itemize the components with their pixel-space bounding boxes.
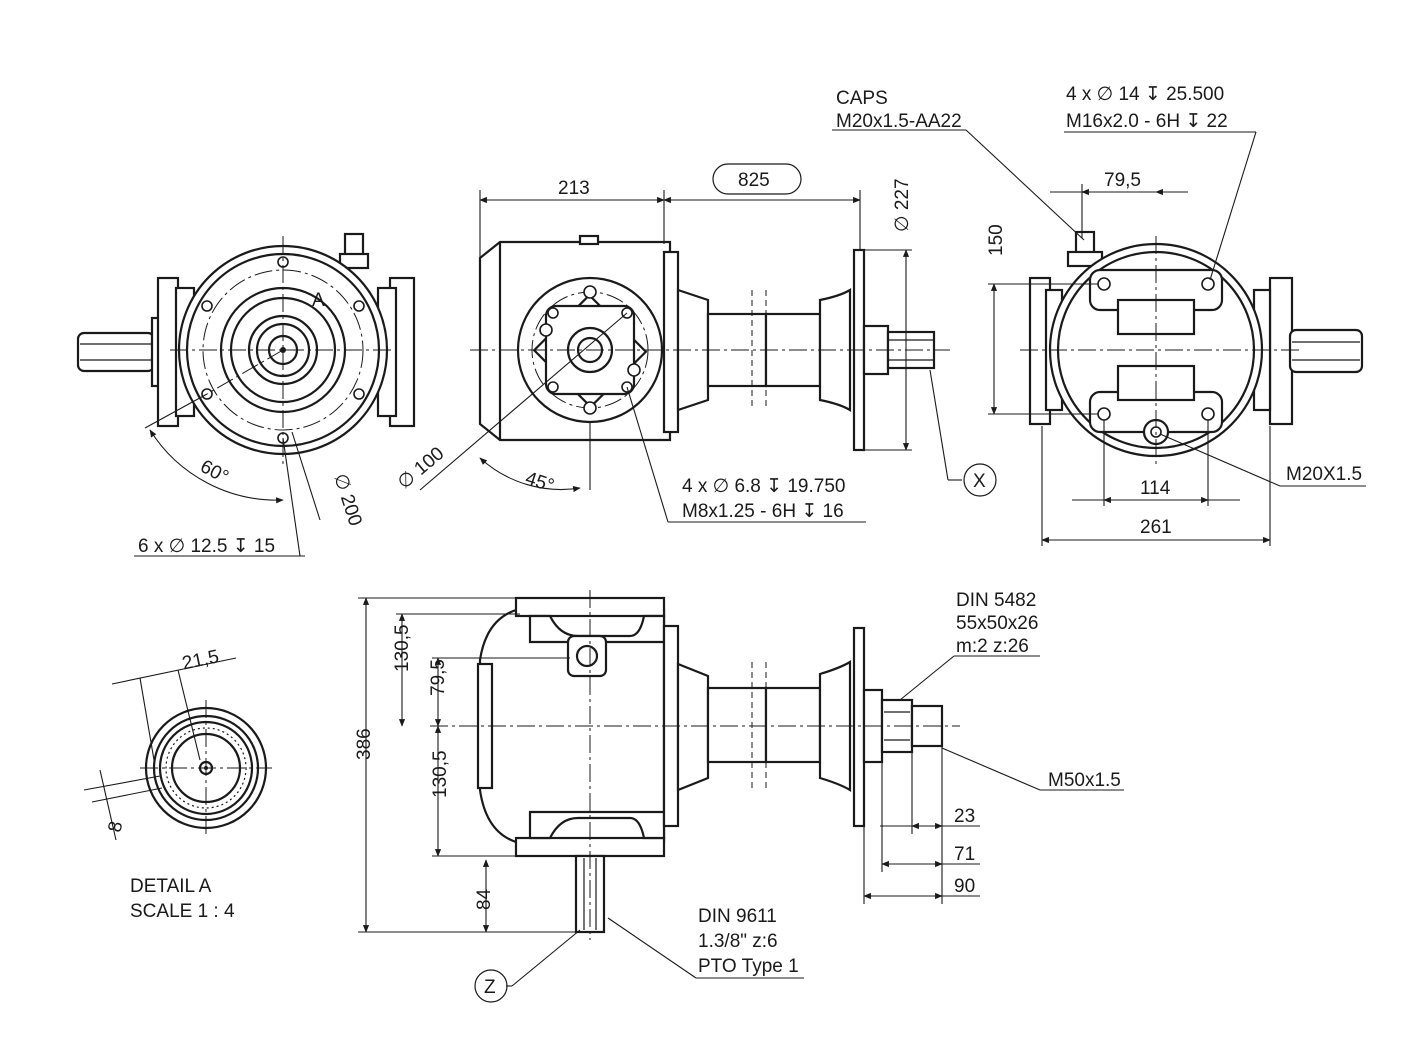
shaft-thread-label: M50x1.5 bbox=[1048, 770, 1121, 791]
view-z-marker: Z bbox=[484, 977, 496, 998]
pto-line3: PTO Type 1 bbox=[698, 956, 799, 977]
diameter-227-label: ∅ 227 bbox=[892, 178, 913, 232]
dimension-150-label: 150 bbox=[986, 224, 1007, 256]
detail-a-marker: A bbox=[312, 290, 325, 311]
dimension-825-label: 825 bbox=[738, 170, 770, 191]
detail-a-view: 21,5 8 DETAIL A SCALE 1 : 4 bbox=[83, 646, 272, 922]
angle-45-label: 45° bbox=[523, 468, 557, 497]
bolt-holes-line2: M8x1.25 - 6H ↧ 16 bbox=[682, 501, 844, 522]
flange-holes-label: 6 x ∅ 12.5 ↧ 15 bbox=[138, 536, 275, 557]
drain-plug-label: M20X1.5 bbox=[1286, 464, 1362, 485]
diameter-200-label: ∅ 200 bbox=[329, 471, 366, 528]
side-view-top: 213 825 ∅ 227 ∅ 100 45° 4 x ∅ 6.8 ↧ 19.7… bbox=[394, 163, 997, 523]
detail-21-5-label: 21,5 bbox=[180, 646, 221, 674]
spline-line2: 55x50x26 bbox=[956, 613, 1038, 634]
caps-thread: M20x1.5-AA22 bbox=[836, 111, 962, 132]
dimension-23-label: 23 bbox=[954, 806, 975, 827]
dimension-84-label: 84 bbox=[474, 888, 495, 910]
caps-title: CAPS bbox=[836, 88, 888, 109]
detail-scale: SCALE 1 : 4 bbox=[130, 901, 235, 922]
dimension-79-5-lower-label: 79,5 bbox=[428, 659, 449, 696]
diameter-100-label: ∅ 100 bbox=[394, 443, 449, 493]
dimension-261-label: 261 bbox=[1140, 517, 1172, 538]
pto-line2: 1.3/8" z:6 bbox=[698, 931, 778, 952]
top-holes-line2: M16x2.0 - 6H ↧ 22 bbox=[1066, 111, 1228, 132]
top-holes-line1: 4 x ∅ 14 ↧ 25.500 bbox=[1066, 84, 1224, 105]
detail-title: DETAIL A bbox=[130, 876, 212, 897]
spline-line3: m:2 z:26 bbox=[956, 636, 1029, 657]
dimension-71-label: 71 bbox=[954, 844, 975, 865]
dimension-90-label: 90 bbox=[954, 876, 975, 897]
dimension-79-5-top-label: 79,5 bbox=[1104, 170, 1141, 191]
dimension-213-label: 213 bbox=[558, 178, 590, 199]
spline-line1: DIN 5482 bbox=[956, 590, 1036, 611]
bolt-holes-line1: 4 x ∅ 6.8 ↧ 19.750 bbox=[682, 476, 845, 497]
rear-view: CAPS M20x1.5-AA22 4 x ∅ 14 ↧ 25.500 M16x… bbox=[832, 84, 1366, 546]
dimension-114-label: 114 bbox=[1140, 478, 1171, 499]
pto-line1: DIN 9611 bbox=[698, 906, 777, 927]
view-x-marker: X bbox=[973, 471, 986, 492]
angle-60-label: 60° bbox=[197, 456, 232, 488]
front-flange-view: A 60° ∅ 200 6 x ∅ 12.5 ↧ 15 bbox=[76, 232, 416, 557]
dimension-130-5-upper-label: 130,5 bbox=[392, 624, 413, 672]
detail-8-label: 8 bbox=[105, 819, 128, 834]
dimension-386-label: 386 bbox=[354, 728, 375, 760]
dimension-130-5-lower-label: 130,5 bbox=[430, 750, 451, 798]
side-view-bottom: 386 130,5 79,5 130,5 84 Z DIN 9611 1.3/8… bbox=[354, 590, 1124, 1003]
